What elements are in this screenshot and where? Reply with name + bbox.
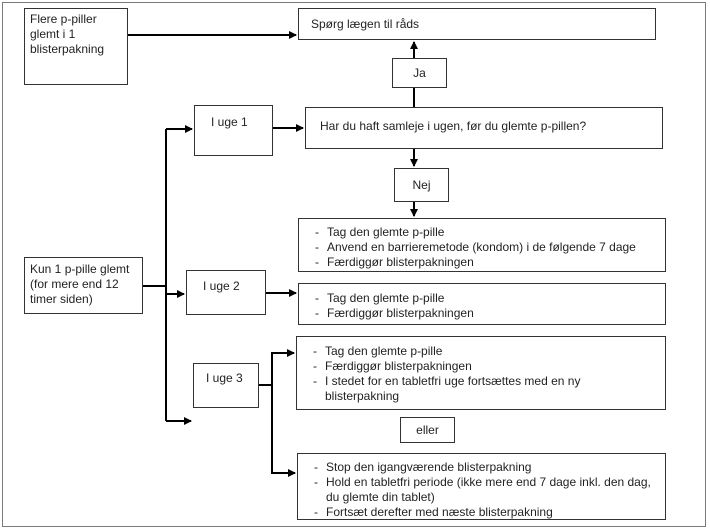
list-item: Færdiggør blisterpakningen xyxy=(311,359,665,374)
eller-text: eller xyxy=(416,422,439,437)
spoerg-laegen-box: Spørg lægen til råds xyxy=(298,8,656,40)
nej-box: Nej xyxy=(394,168,449,202)
list-item: Anvend en barrieremetode (kondom) i de f… xyxy=(313,240,665,255)
flere-p-piller-text: Flere p-piller glemt i 1 blisterpakning xyxy=(30,12,105,56)
uge1-box: I uge 1 xyxy=(194,105,273,156)
question-text: Har du haft samleje i ugen, før du glemt… xyxy=(320,119,587,133)
uge3-text: I uge 3 xyxy=(206,371,243,385)
list-item: I stedet for en tabletfri uge fortsættes… xyxy=(311,374,665,404)
uge1-text: I uge 1 xyxy=(211,115,248,129)
uge3-box: I uge 3 xyxy=(193,363,259,408)
ja-box: Ja xyxy=(392,58,447,88)
uge2-actions-box: Tag den glemte p-pille Færdiggør blister… xyxy=(298,283,666,325)
list-item: Tag den glemte p-pille xyxy=(311,344,665,359)
arrow-uge3-to-list3b xyxy=(271,385,296,477)
uge3-option-a-box: Tag den glemte p-pille Færdiggør blister… xyxy=(296,336,666,410)
nej-text: Nej xyxy=(412,177,431,192)
spoerg-laegen-text: Spørg lægen til råds xyxy=(311,17,420,31)
uge3-option-b-list: Stop den igangværende blisterpakning Hol… xyxy=(312,460,665,520)
uge1-nej-actions-box: Tag den glemte p-pille Anvend en barrier… xyxy=(298,218,666,272)
kun-1-p-pille-box: Kun 1 p-pille glemt (for mere end 12 tim… xyxy=(24,257,143,314)
question-box: Har du haft samleje i ugen, før du glemt… xyxy=(305,107,663,149)
list-item: Fortsæt derefter med næste blisterpaknin… xyxy=(312,505,665,520)
uge3-option-a-list: Tag den glemte p-pille Færdiggør blister… xyxy=(311,344,665,404)
list-item: Færdiggør blisterpakningen xyxy=(313,306,665,321)
uge2-box: I uge 2 xyxy=(186,270,266,315)
arrow-uge3-to-list3a xyxy=(259,349,295,386)
eller-box: eller xyxy=(400,417,455,443)
list-item: Hold en tabletfri periode (ikke mere end… xyxy=(312,475,665,505)
ja-text: Ja xyxy=(413,65,426,80)
list-item: Tag den glemte p-pille xyxy=(313,225,665,240)
uge2-actions-list: Tag den glemte p-pille Færdiggør blister… xyxy=(313,291,665,321)
kun-1-p-pille-text: Kun 1 p-pille glemt (for mere end 12 tim… xyxy=(30,262,130,306)
uge3-option-b-box: Stop den igangværende blisterpakning Hol… xyxy=(297,453,666,520)
list-item: Tag den glemte p-pille xyxy=(313,291,665,306)
uge1-nej-actions-list: Tag den glemte p-pille Anvend en barrier… xyxy=(313,225,665,270)
flere-p-piller-box: Flere p-piller glemt i 1 blisterpakning xyxy=(24,8,128,85)
list-item: Færdiggør blisterpakningen xyxy=(313,255,665,270)
list-item: Stop den igangværende blisterpakning xyxy=(312,460,665,475)
uge2-text: I uge 2 xyxy=(203,279,240,293)
